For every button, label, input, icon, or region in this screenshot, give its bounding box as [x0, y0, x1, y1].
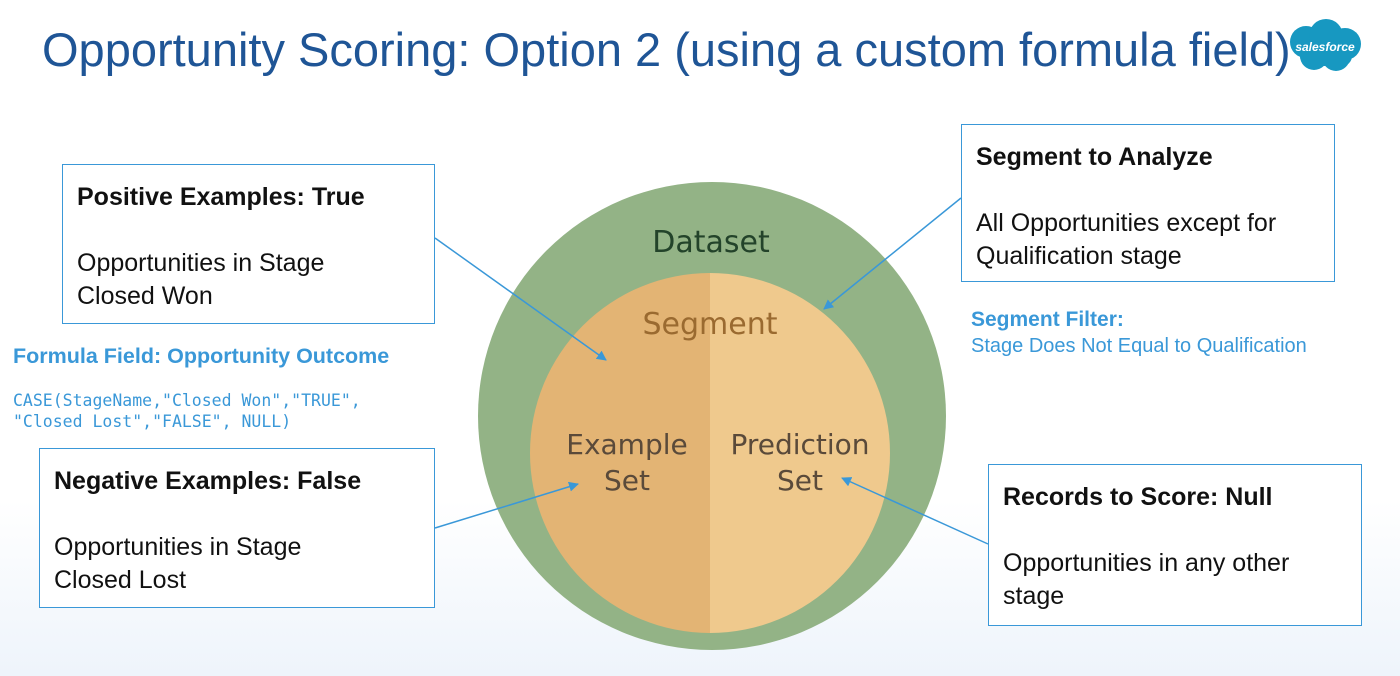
prediction-set-label-line1: Prediction [730, 428, 869, 461]
salesforce-cloud-icon [1290, 19, 1361, 71]
segment-to-analyze-box: Segment to Analyze All Opportunities exc… [961, 124, 1335, 282]
segment-label: Segment [643, 307, 778, 342]
formula-field-heading: Formula Field: Opportunity Outcome [13, 344, 390, 368]
positive-examples-text-line2: Closed Won [77, 282, 213, 310]
positive-examples-heading: Positive Examples: True [77, 183, 365, 211]
negative-examples-box: Negative Examples: False Opportunities i… [39, 448, 435, 608]
prediction-set-label-line2: Set [777, 464, 823, 497]
formula-code-line1: CASE(StageName,"Closed Won","TRUE", [13, 391, 361, 410]
segment-to-analyze-text-line1: All Opportunities except for [976, 209, 1277, 237]
positive-examples-box: Positive Examples: True Opportunities in… [62, 164, 435, 324]
dataset-label: Dataset [652, 225, 770, 260]
negative-examples-text-line2: Closed Lost [54, 566, 187, 594]
segment-filter-heading: Segment Filter: [971, 308, 1124, 331]
records-to-score-text-line2: stage [1003, 582, 1065, 610]
segment-to-analyze-heading: Segment to Analyze [976, 143, 1213, 171]
salesforce-logo: salesforce [1290, 19, 1361, 71]
positive-examples-text-line1: Opportunities in Stage [77, 249, 325, 277]
arrow-negative-to-example [434, 481, 579, 529]
formula-code-line2: "Closed Lost","FALSE", NULL) [13, 412, 292, 431]
logo-text: salesforce [1295, 40, 1355, 54]
formula-code: CASE(StageName,"Closed Won","TRUE", "Clos… [13, 390, 361, 432]
arrow-records-to-prediction [841, 477, 989, 545]
arrow-segment-to-segment [823, 197, 962, 310]
records-to-score-text-line1: Opportunities in any other [1003, 549, 1290, 577]
records-to-score-heading: Records to Score: Null [1003, 483, 1273, 511]
segment-filter-text: Stage Does Not Equal to Qualification [971, 335, 1307, 357]
negative-examples-heading: Negative Examples: False [54, 467, 362, 495]
page-title: Opportunity Scoring: Option 2 (using a c… [42, 23, 1291, 76]
negative-examples-text-line1: Opportunities in Stage [54, 533, 302, 561]
records-to-score-box: Records to Score: Null Opportunities in … [988, 464, 1362, 626]
segment-to-analyze-text-line2: Qualification stage [976, 242, 1182, 270]
example-set-label-line2: Set [604, 464, 650, 497]
arrow-positive-to-example [434, 237, 607, 361]
example-set-label-line1: Example [566, 428, 687, 461]
